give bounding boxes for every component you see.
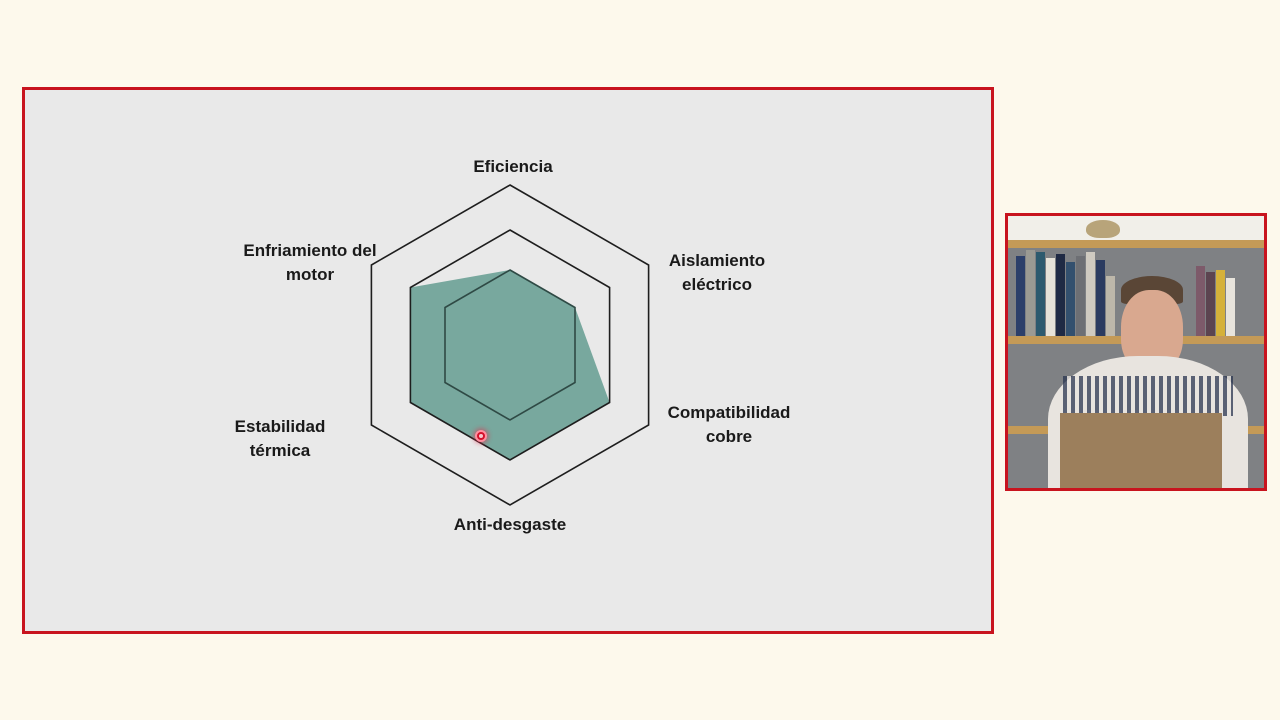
- webcam-rock-ornament: [1086, 220, 1120, 238]
- webcam-shelf-top: [1008, 240, 1264, 248]
- radar-grid-ring-3: [370, 184, 650, 506]
- radar-chart: [370, 184, 650, 506]
- radar-grid-ring-2: [409, 229, 611, 461]
- radar-data-area: [410, 270, 610, 460]
- axis-label-compatibilidad: Compatibilidad cobre: [667, 403, 791, 446]
- webcam-books-upper-right: [1196, 248, 1235, 336]
- webcam-wall: [1008, 216, 1264, 240]
- laser-pointer-cursor: [475, 430, 487, 442]
- presentation-slide: Eficiencia Aislamiento eléctrico Compati…: [22, 87, 994, 634]
- axis-label-antidesgaste: Anti-desgaste: [453, 515, 567, 534]
- webcam-laptop: [1060, 413, 1222, 488]
- webcam-books-upper: [1016, 248, 1115, 336]
- axis-label-estabilidad: Estabilidad térmica: [234, 417, 326, 460]
- webcam-sweater-pattern: [1063, 376, 1233, 416]
- axis-label-enfriamiento: Enfriamiento del motor: [243, 241, 377, 284]
- radar-grid-ring-1: [444, 269, 576, 421]
- webcam-overlay: [1005, 213, 1267, 491]
- axis-label-aislamiento: Aislamiento eléctrico: [668, 251, 766, 294]
- axis-label-eficiencia: Eficiencia: [473, 157, 553, 176]
